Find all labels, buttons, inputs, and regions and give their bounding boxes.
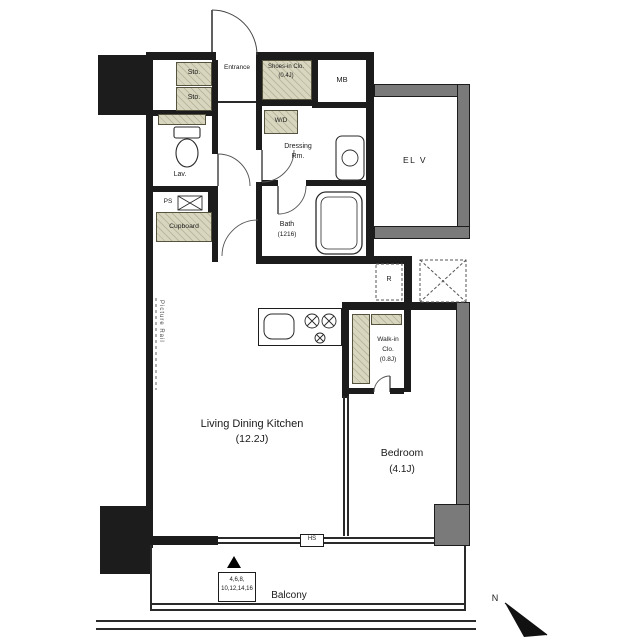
wall-segment: [262, 180, 278, 186]
entrance-step-line: [218, 101, 256, 103]
elevator-label: EL V: [402, 155, 428, 165]
dressing-room-label: Dressing: [284, 143, 312, 150]
closet-door-arc: [373, 375, 391, 393]
bath-size: (1216): [277, 231, 297, 238]
hs-label: HS: [307, 536, 317, 542]
balcony-label: Balcony: [271, 590, 307, 601]
building-edge-line: [96, 620, 476, 622]
north-label: N: [491, 593, 499, 603]
wall-segment: [404, 256, 412, 310]
pipe-space-label: PS: [163, 198, 173, 205]
lav-shelf-box: [158, 114, 206, 125]
floor-marker-box: [218, 572, 256, 602]
ceiling-projection-box: [419, 259, 467, 303]
ldk-size: (12.2J): [235, 433, 269, 445]
cupboard-label: Cupboard: [169, 223, 199, 230]
sliding-door-line: [347, 396, 349, 536]
wall-column-bottom-right: [434, 504, 470, 546]
bedroom-size: (4.1J): [389, 464, 415, 475]
washbasin-bowl: [341, 149, 359, 167]
wall-segment: [349, 388, 374, 394]
pipe-space-box: [177, 195, 203, 211]
wall-segment: [212, 60, 218, 154]
storage-box-1: [176, 62, 212, 86]
wall-segment: [212, 186, 218, 262]
bedroom-label: Bedroom: [380, 447, 424, 459]
storage-label: Sto.: [187, 69, 201, 76]
washer-dryer-label: W/D: [274, 117, 288, 124]
walkin-closet-label: Walk-in: [377, 336, 399, 343]
toilet-tank: [173, 126, 201, 139]
bath-label: Bath: [279, 221, 295, 228]
wall-bedroom-top: [342, 302, 470, 310]
wall-column-top-left: [98, 55, 146, 115]
refrigerator-label: R: [386, 276, 392, 283]
entrance-door-arc: [211, 9, 258, 56]
shoes-closet-box: [262, 60, 312, 100]
floor-marker-line2: 10,12,14,16: [221, 586, 253, 592]
storage-box-2: [176, 87, 212, 111]
walkin-closet-shelf-left: [352, 314, 370, 384]
wall-column-bottom-left: [100, 506, 150, 574]
toilet-bowl: [175, 138, 199, 168]
wall-segment: [146, 52, 216, 60]
bathtub: [315, 191, 363, 255]
walkin-closet-size: (0.8J): [379, 356, 397, 363]
washbasin: [335, 135, 365, 181]
balcony-side-line: [464, 545, 466, 611]
wall-segment: [404, 310, 411, 392]
ldk-door-arc: [221, 219, 259, 257]
ldk-label: Living Dining Kitchen: [200, 418, 304, 430]
hs-box: [300, 534, 324, 547]
wall-segment: [342, 310, 349, 398]
wall-segment: [312, 102, 372, 108]
walkin-closet-shelf-top: [371, 314, 402, 325]
compass-needle: [504, 602, 548, 637]
wall-left-outer: [146, 55, 153, 548]
elevator-wall-bottom: [374, 226, 470, 239]
dressing-room-suffix: Rm.: [291, 153, 305, 160]
window-line: [324, 537, 434, 539]
floor-marker-triangle: [227, 556, 241, 568]
wall-segment: [153, 186, 215, 192]
wall-segment: [306, 180, 372, 186]
wall-segment: [312, 52, 318, 108]
lav-label: Lav.: [173, 171, 187, 178]
shoes-closet-label: Shoes-in Clo.: [267, 64, 305, 70]
sliding-door-line: [343, 396, 345, 536]
shoes-closet-size: (0.4J): [278, 73, 294, 79]
wall-segment: [256, 182, 262, 262]
kitchen-counter: [258, 308, 342, 346]
wall-segment: [390, 388, 404, 394]
lav-door-arc: [217, 153, 251, 187]
window-line: [324, 542, 434, 544]
floor-marker-line1: 4,6,8,: [229, 577, 245, 583]
wall-right-upper: [366, 52, 374, 264]
balcony-side-line: [150, 545, 152, 611]
picture-rail-label: Picture Rail: [158, 300, 164, 343]
elevator-wall-top: [374, 84, 470, 97]
elevator-wall-right: [457, 84, 470, 239]
window-line: [218, 542, 300, 544]
building-edge-line: [96, 628, 476, 630]
bathtub-inner: [320, 196, 358, 250]
meter-box-label: MB: [336, 75, 348, 84]
wall-bottom-left: [150, 536, 218, 545]
window-line: [218, 537, 300, 539]
walkin-closet-label2: Clo.: [382, 346, 394, 353]
balcony-rail-line: [150, 603, 466, 605]
wall-segment: [258, 100, 316, 106]
bath-door-arc: [277, 185, 307, 215]
washer-dryer-box: [264, 110, 298, 134]
balcony-rail-line: [150, 609, 466, 611]
wall-segment: [153, 110, 215, 116]
entrance-label: Entrance: [223, 64, 251, 71]
storage-label: Sto.: [187, 94, 201, 101]
wall-bath-bottom: [256, 256, 412, 264]
cupboard-box: [156, 212, 212, 242]
